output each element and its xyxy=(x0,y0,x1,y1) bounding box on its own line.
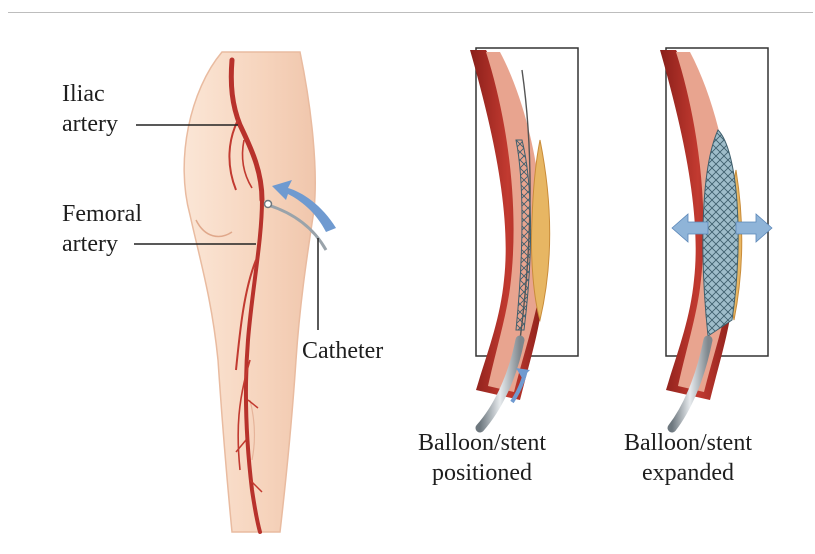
caption-expanded-line1: Balloon/stent xyxy=(598,429,778,457)
iliac-label-line2: artery xyxy=(62,110,118,138)
caption-positioned-line2: positioned xyxy=(392,459,572,487)
panel-expanded xyxy=(660,48,772,428)
iliac-label-line1: Iliac xyxy=(62,80,105,108)
panel-positioned xyxy=(470,48,578,428)
catheter-label: Catheter xyxy=(302,337,383,365)
caption-positioned-line1: Balloon/stent xyxy=(392,429,572,457)
femoral-label-line2: artery xyxy=(62,230,118,258)
caption-expanded-line2: expanded xyxy=(598,459,778,487)
leg-illustration xyxy=(184,52,336,532)
femoral-label-line1: Femoral xyxy=(62,200,142,228)
